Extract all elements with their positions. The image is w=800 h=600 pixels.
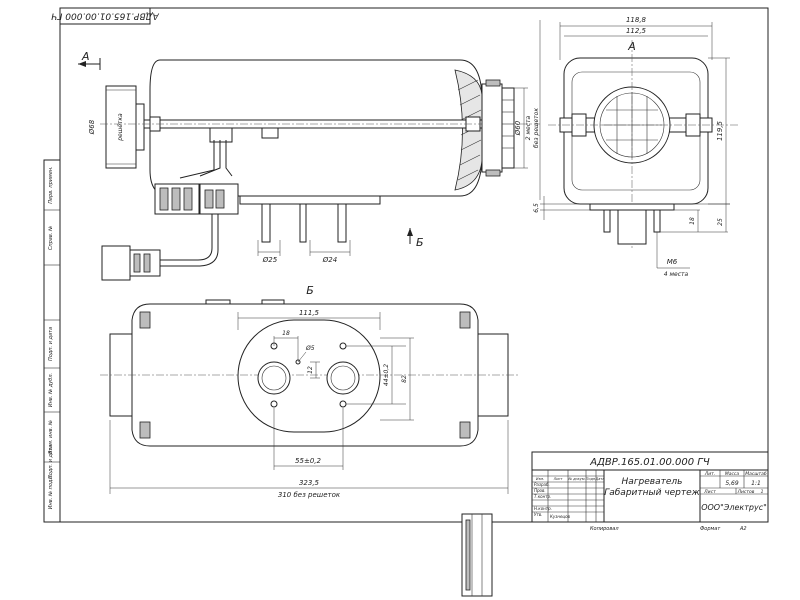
dim-d111: 111,5 — [299, 309, 320, 317]
strip-label-3: Инв. № дубл. — [48, 373, 54, 407]
tb-sign-razrab: Разраб. — [534, 482, 550, 487]
strip-label-6: Инв. № подл. — [48, 475, 54, 510]
dim-d60: Ø60 — [514, 120, 522, 136]
view-title-a: А — [627, 40, 636, 53]
end-flange — [481, 83, 503, 173]
wiring-harness — [101, 140, 239, 281]
tb-sign-utv: Утв. — [534, 512, 542, 517]
dim-m6: М6 — [667, 258, 678, 266]
dim-w118: 118,8 — [626, 16, 647, 24]
tb-list: Лист — [703, 489, 716, 495]
dim-d24: Ø24 — [322, 256, 337, 264]
tb-massa-val: 5,69 — [725, 480, 739, 487]
dim-reshetka: решётка — [117, 113, 124, 142]
tb-surname: Кузнецов — [550, 514, 571, 519]
dim-d323: 323,5 — [299, 479, 320, 487]
dim-d12: 12 — [307, 366, 314, 374]
tb-lit: Лит. — [704, 471, 715, 477]
left-grille — [105, 85, 137, 169]
title-block: АДВР.165.01.00.000 ГЧ Изм. Лист № докум.… — [531, 451, 769, 532]
dim-w112: 112,5 — [626, 27, 647, 35]
strip-label-0: Перв. примен. — [48, 166, 54, 204]
tb-listov: Листов — [737, 489, 755, 495]
view-title-b: Б — [306, 284, 314, 297]
bottom-grille-detail — [461, 513, 493, 597]
tb-row-podp: Подп. — [586, 477, 597, 481]
mount-oval — [237, 319, 381, 433]
tb-row-doc: № докум. — [567, 477, 585, 481]
dim-2-mesta: 2 места — [525, 115, 532, 140]
dim-d65: 6,5 — [533, 203, 540, 213]
tb-massa: Масса — [725, 471, 740, 477]
dim-4-mesta: 4 места — [664, 271, 689, 278]
mount-plate — [239, 195, 381, 205]
left-strip: Перв. примен. Справ. № Подп. и дата Инв.… — [43, 159, 61, 523]
dim-bez-reshetok-side: без решеток — [533, 108, 540, 148]
tb-row-izm: Изм. — [536, 477, 544, 481]
dim-h119: 119,5 — [716, 120, 724, 141]
side-view: А Ø68 решётка — [78, 20, 541, 281]
tb-name-2: Габаритный чертеж — [604, 488, 700, 498]
strip-label-4: Взам. инв. № — [48, 420, 54, 454]
tb-sign-nkontr: Н.контр. — [534, 506, 552, 511]
title-doc-code: АДВР.165.01.00.000 ГЧ — [589, 457, 710, 468]
top-stamp: АДВР.165.01.00.000 ГЧ — [51, 7, 160, 25]
view-arrow-b-label: Б — [416, 236, 424, 249]
dim-d82: 82 — [401, 375, 408, 383]
bottom-view-b: Б 111,5 18 Ø5 — [100, 284, 520, 499]
dim-d25-right: 25 — [717, 218, 724, 226]
tb-row-data: Дата — [594, 477, 604, 481]
strip-label-5: Подп. и дата — [48, 445, 54, 479]
view-arrow-a-label: А — [81, 50, 90, 63]
tb-sign-prov: Пров. — [534, 488, 546, 493]
tb-row-list: Лист — [553, 477, 564, 481]
dim-d18-right: 18 — [689, 217, 696, 225]
strip-label-1: Справ. № — [48, 226, 54, 250]
dim-d44: 44±0,2 — [383, 364, 390, 386]
dim-d18: 18 — [282, 330, 290, 337]
dim-d68: Ø68 — [88, 119, 96, 135]
dim-d25: Ø25 — [262, 256, 278, 264]
dim-d5: Ø5 — [305, 345, 315, 352]
tb-listov-val: 1 — [761, 489, 764, 495]
top-stamp-text: АДВР.165.01.00.000 ГЧ — [51, 11, 160, 21]
tb-masshtab: Масштаб — [745, 471, 767, 477]
sheet-frame — [59, 7, 769, 523]
end-view-a: А 118,8 112,5 119,5 — [533, 16, 740, 278]
dim-d310: 310 без решеток — [278, 491, 341, 499]
tb-sign-tkontr: Т.контр. — [534, 494, 551, 499]
tb-masshtab-val: 1:1 — [751, 480, 761, 487]
tb-name-1: Нагреватель — [622, 477, 683, 487]
tb-format: Формат — [700, 526, 721, 532]
tb-org: ООО"Электрус" — [701, 503, 767, 512]
dim-d55: 55±0,2 — [295, 457, 321, 465]
housing-body — [149, 59, 483, 197]
tb-format-val: А2 — [739, 526, 747, 532]
tb-kopiroval: Копировал — [590, 526, 619, 532]
strip-label-2: Подп. и дата — [48, 327, 54, 361]
